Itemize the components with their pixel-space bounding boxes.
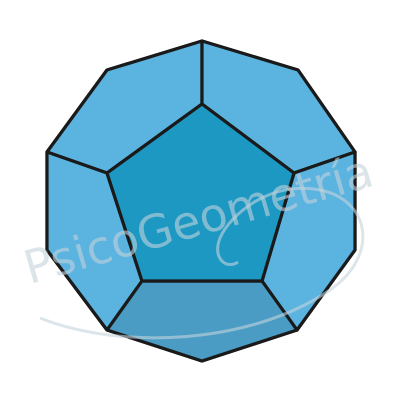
face-front-pentagon xyxy=(105,102,296,283)
watermark-swirl xyxy=(39,186,365,340)
